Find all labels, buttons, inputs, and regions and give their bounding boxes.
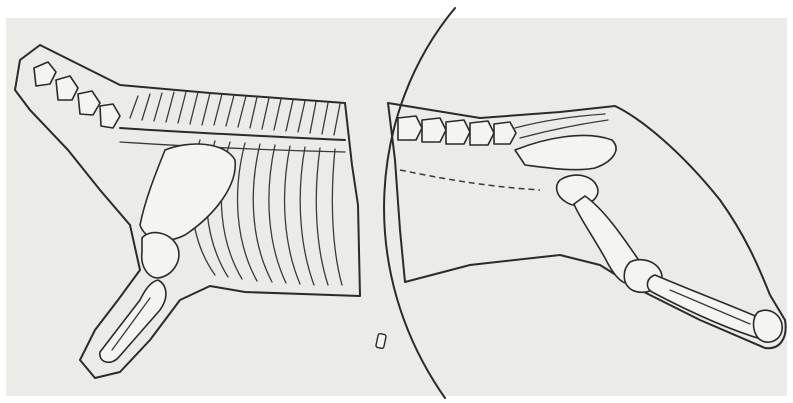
hock [754, 310, 783, 342]
